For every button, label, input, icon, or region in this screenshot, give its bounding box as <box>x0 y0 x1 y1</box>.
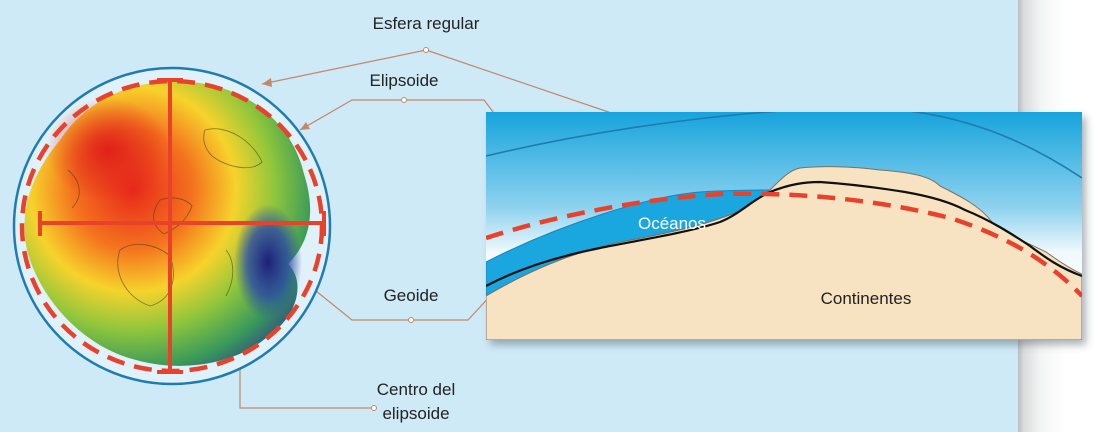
label-continents: Continentes <box>821 289 912 308</box>
label-ellipsoid-center-line2: elipsoide <box>382 404 449 423</box>
label-regular-sphere: Esfera regular <box>373 14 480 33</box>
label-ellipsoid: Elipsoide <box>370 71 439 90</box>
cross-section-inset <box>486 112 1082 340</box>
continent-area <box>486 166 1082 340</box>
label-oceans: Océanos <box>638 214 706 233</box>
red-high-region <box>46 98 170 202</box>
regular-sphere-arc <box>486 112 1082 179</box>
leader-regular-sphere-right <box>425 49 633 121</box>
leader-ellipsoid-left <box>299 99 404 131</box>
geoid-line <box>486 180 1082 287</box>
blue-low-region <box>234 204 302 320</box>
label-geoid: Geoide <box>384 286 439 305</box>
ellipsoid-axes <box>40 80 324 372</box>
axis-end-ticks <box>38 78 326 374</box>
globe-figure <box>12 66 332 386</box>
ellipsoid-dashed-arc <box>486 191 1082 298</box>
leader-regular-sphere-left <box>261 49 427 85</box>
leader-dots <box>371 47 429 411</box>
label-ellipsoid-center-line1: Centro del <box>377 380 455 399</box>
